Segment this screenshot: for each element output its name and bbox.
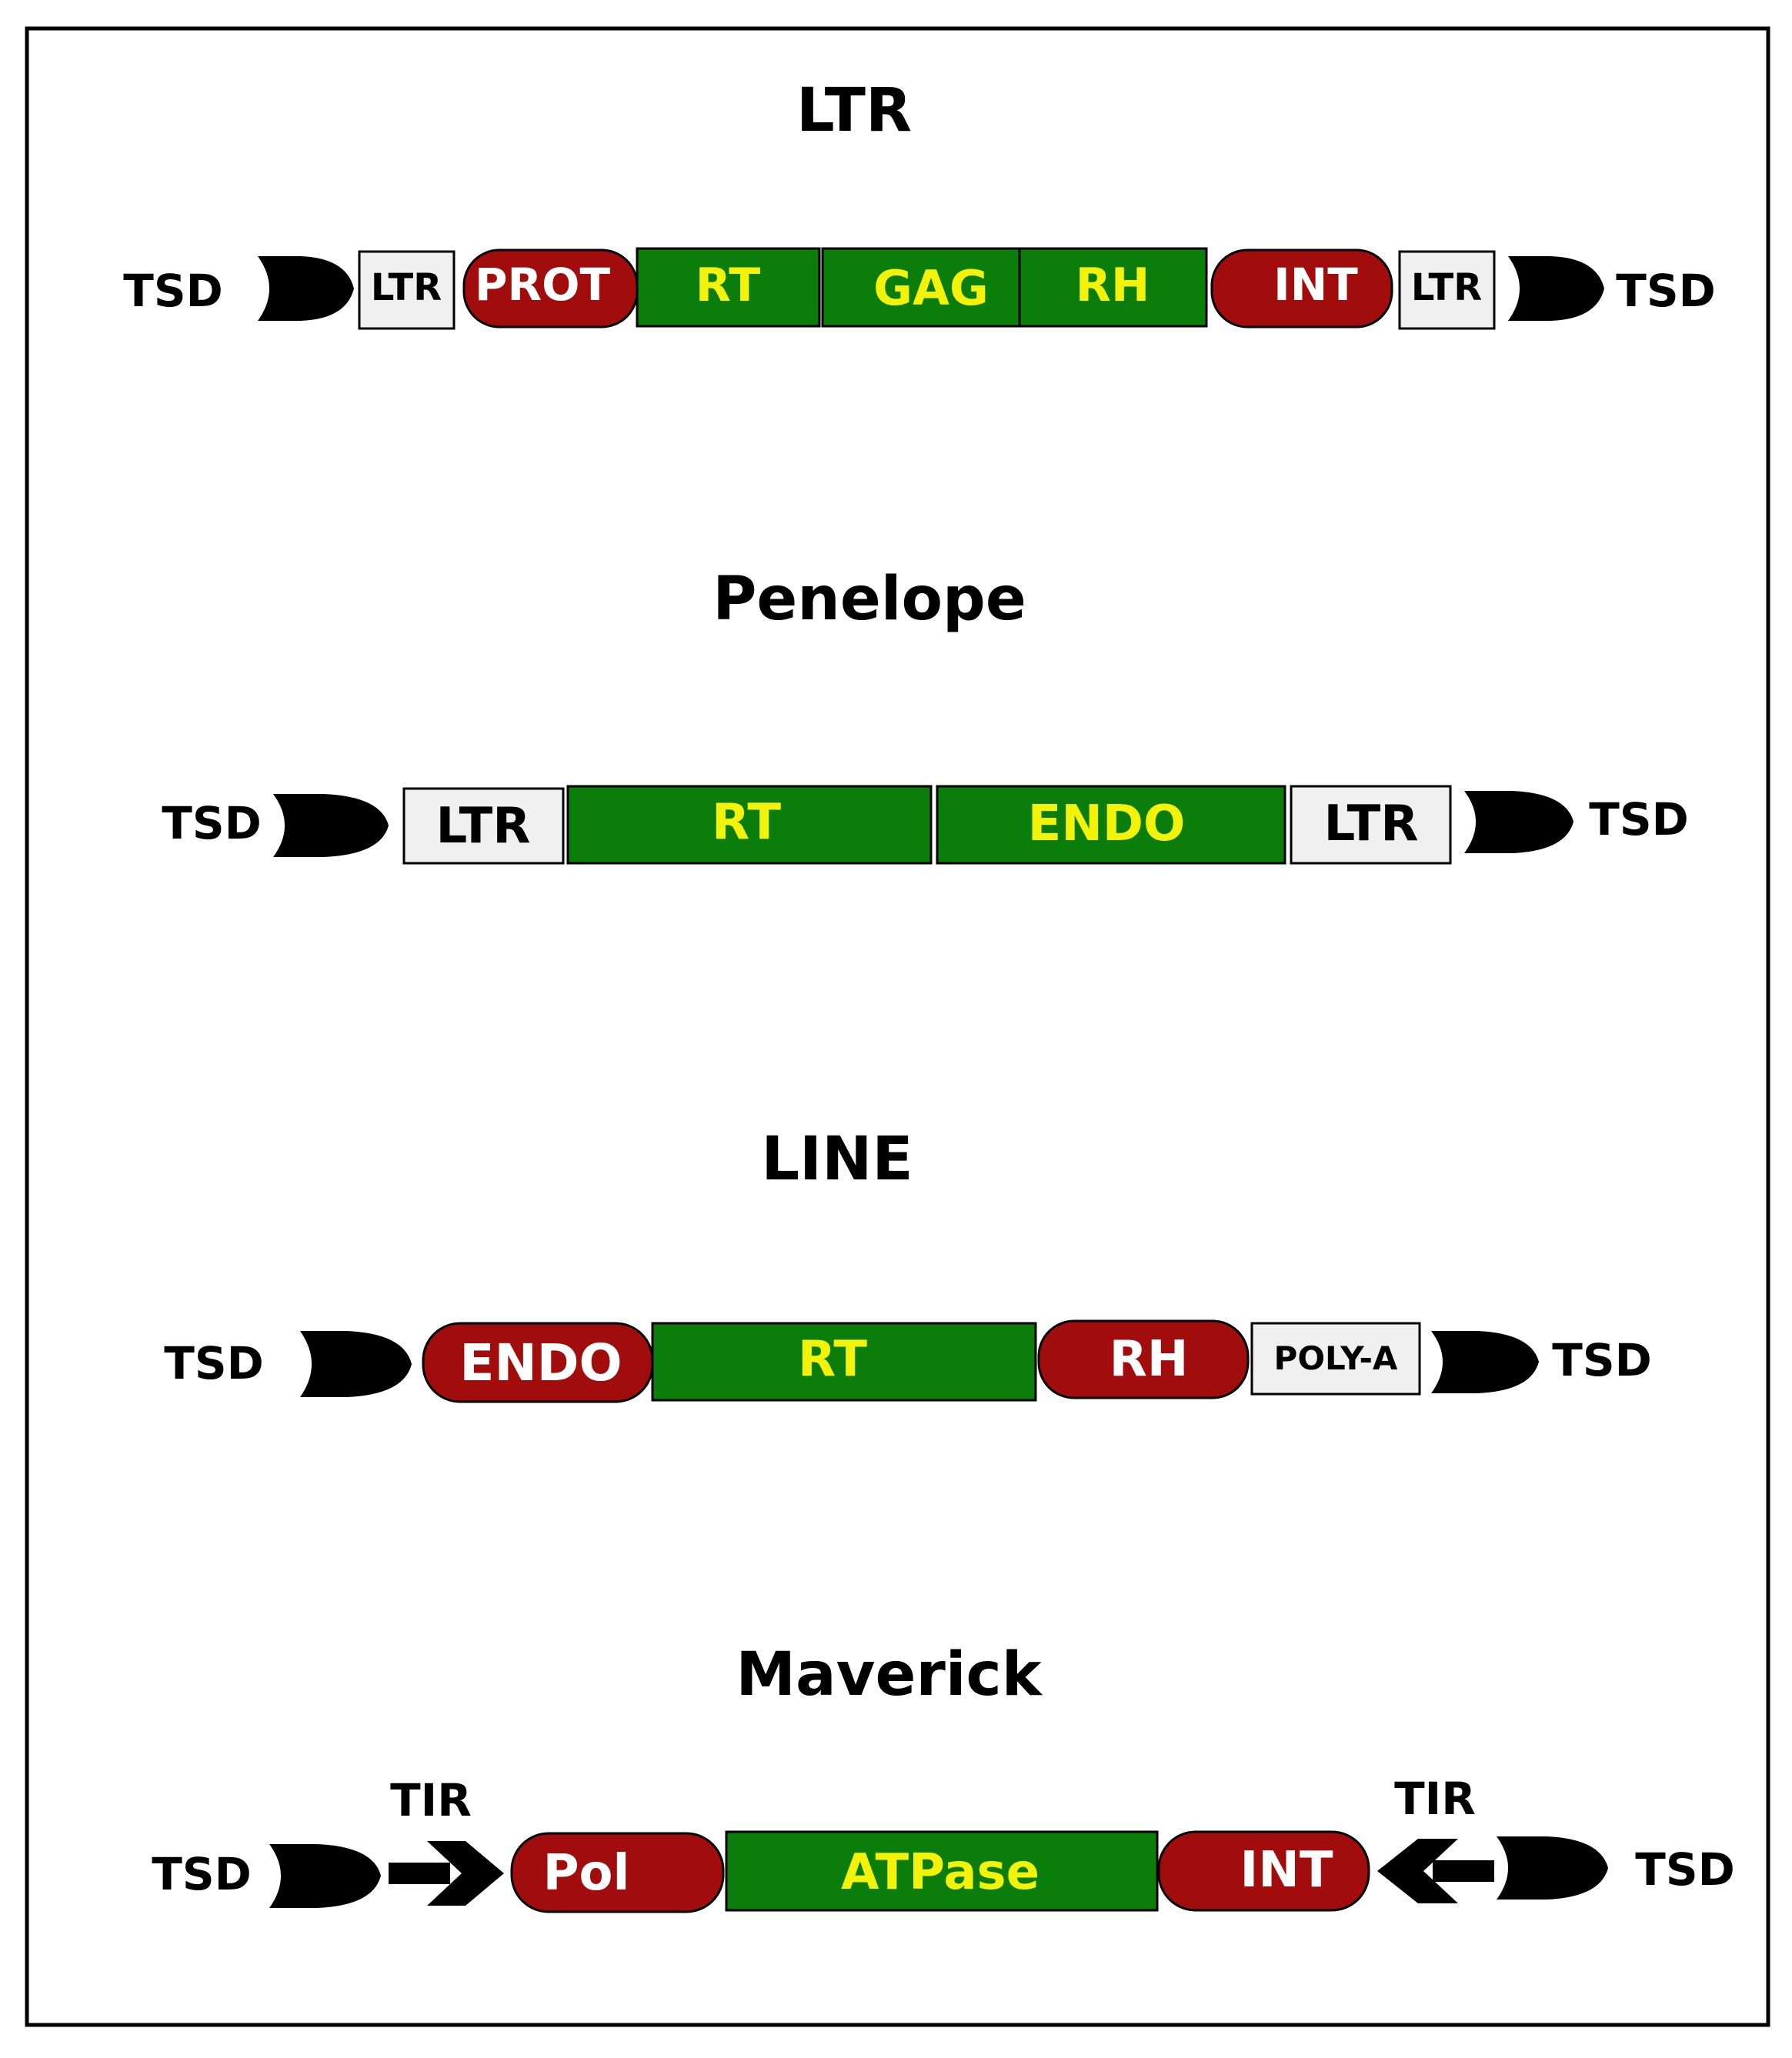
rt-domain [566, 785, 933, 865]
segment-label: INT [1240, 1842, 1333, 1899]
tsd-label-right: TSD [1635, 1843, 1734, 1896]
panel-title-penelope: Penelope [712, 565, 1026, 634]
segment-label: ATPase [841, 1844, 1039, 1901]
rt-domain [651, 1322, 1037, 1402]
tir-arrow-left-icon [1377, 1839, 1494, 1903]
segment-label: RH [1110, 1331, 1189, 1388]
tir-label-right: TIR [1394, 1773, 1476, 1825]
tsd-label-left: TSD [152, 1848, 251, 1900]
ltr-box-left [358, 250, 456, 330]
rt-domain [636, 247, 821, 328]
segment-label: GAG [873, 260, 989, 316]
tsd-label-left: TSD [162, 797, 261, 849]
segment-label: PROT [475, 259, 610, 311]
outer-frame [25, 26, 1770, 2027]
panel-title-maverick: Maverick [736, 1640, 1043, 1709]
rh-domain [1018, 247, 1208, 328]
tsd-shape-left [269, 1844, 381, 1908]
ltr-box-right [1398, 250, 1496, 330]
endo-domain [936, 785, 1286, 865]
tsd-shape-right [1464, 791, 1573, 853]
segment-label: INT [1273, 259, 1358, 311]
segment-label: LTR [1323, 796, 1418, 852]
int-domain [1210, 248, 1393, 329]
segment-label: POLY-A [1274, 1339, 1398, 1377]
tsd-shape-right [1508, 256, 1604, 321]
int-domain [1157, 1830, 1370, 1912]
tsd-shape-right [1431, 1331, 1539, 1393]
rh-domain [1037, 1319, 1250, 1399]
segment-label: RT [798, 1331, 867, 1388]
atpase-domain [725, 1830, 1159, 1912]
tir-arrow-right-icon [389, 1841, 504, 1906]
segment-label: RT [696, 259, 761, 312]
tsd-label-right: TSD [1616, 265, 1715, 317]
tsd-shape-left [258, 256, 354, 321]
poly-a-box [1250, 1322, 1421, 1396]
segment-label: ENDO [459, 1333, 622, 1393]
tsd-label-left: TSD [123, 265, 222, 317]
ltr-box-right [1290, 785, 1452, 865]
panel-title-line: LINE [761, 1125, 913, 1194]
segment-label: LTR [371, 266, 442, 309]
tsd-label-right: TSD [1552, 1334, 1651, 1386]
tsd-shape-right [1497, 1836, 1608, 1900]
tsd-label-right: TSD [1589, 793, 1688, 846]
tir-label-left: TIR [390, 1774, 472, 1826]
gag-domain [821, 247, 1021, 328]
segment-label: ENDO [1028, 796, 1186, 852]
panel-title-ltr: LTR [796, 76, 912, 145]
ltr-box-left [402, 787, 565, 865]
segment-label: Pol [543, 1845, 630, 1902]
tsd-shape-left [273, 794, 389, 857]
segment-label: LTR [1411, 266, 1482, 309]
tsd-shape-left [300, 1331, 412, 1397]
segment-label: RH [1076, 259, 1150, 312]
tsd-label-left: TSD [164, 1337, 263, 1389]
pol-domain [510, 1832, 725, 1913]
segment-label: RT [712, 794, 781, 851]
segment-label: LTR [435, 798, 530, 855]
